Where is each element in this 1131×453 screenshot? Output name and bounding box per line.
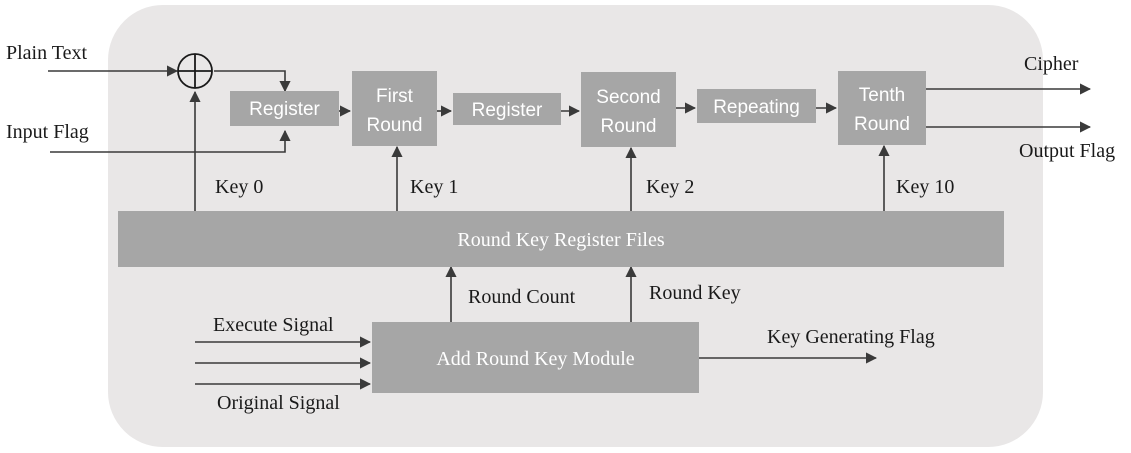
register2-label: Register [472, 100, 543, 121]
add-round-key-module-label: Add Round Key Module [436, 348, 634, 370]
repeating-block [697, 89, 816, 123]
repeating-label: Repeating [713, 97, 800, 118]
register1-label: Register [249, 99, 320, 120]
second-round-label-line1: Second [596, 87, 660, 108]
tenth-round-block [838, 71, 926, 145]
input-flag-label: Input Flag [6, 121, 89, 143]
key-generating-flag-label: Key Generating Flag [767, 326, 935, 348]
key1-label: Key 1 [410, 176, 458, 198]
tenth-round-label-line1: Tenth [859, 85, 905, 106]
tenth-round-label-line2: Round [854, 114, 910, 135]
round-key-register-files-block [118, 211, 1004, 267]
register1-block [230, 91, 339, 126]
first-round-block [352, 71, 437, 146]
input-flag-arrow [50, 129, 291, 153]
plain-text-label: Plain Text [6, 42, 87, 64]
add-round-key-module-block [372, 322, 699, 393]
round-key-label: Round Key [649, 282, 741, 304]
cipher-label: Cipher [1024, 53, 1079, 75]
xor-to-register-arrow [214, 70, 291, 93]
original-signal-label: Original Signal [217, 392, 340, 414]
execute-signal-label: Execute Signal [213, 314, 334, 336]
register2-block [453, 93, 561, 125]
first-round-label-line1: First [376, 86, 414, 107]
second-round-label-line2: Round [601, 116, 657, 137]
first-round-label-line2: Round [367, 115, 423, 136]
second-round-block [581, 72, 676, 147]
round-key-register-files-label: Round Key Register Files [457, 229, 664, 251]
key2-label: Key 2 [646, 176, 694, 198]
key0-label: Key 0 [215, 176, 263, 198]
output-flag-label: Output Flag [1019, 140, 1115, 162]
round-count-label: Round Count [468, 286, 576, 308]
circled-plus-icon [177, 53, 213, 89]
key10-label: Key 10 [896, 176, 954, 198]
